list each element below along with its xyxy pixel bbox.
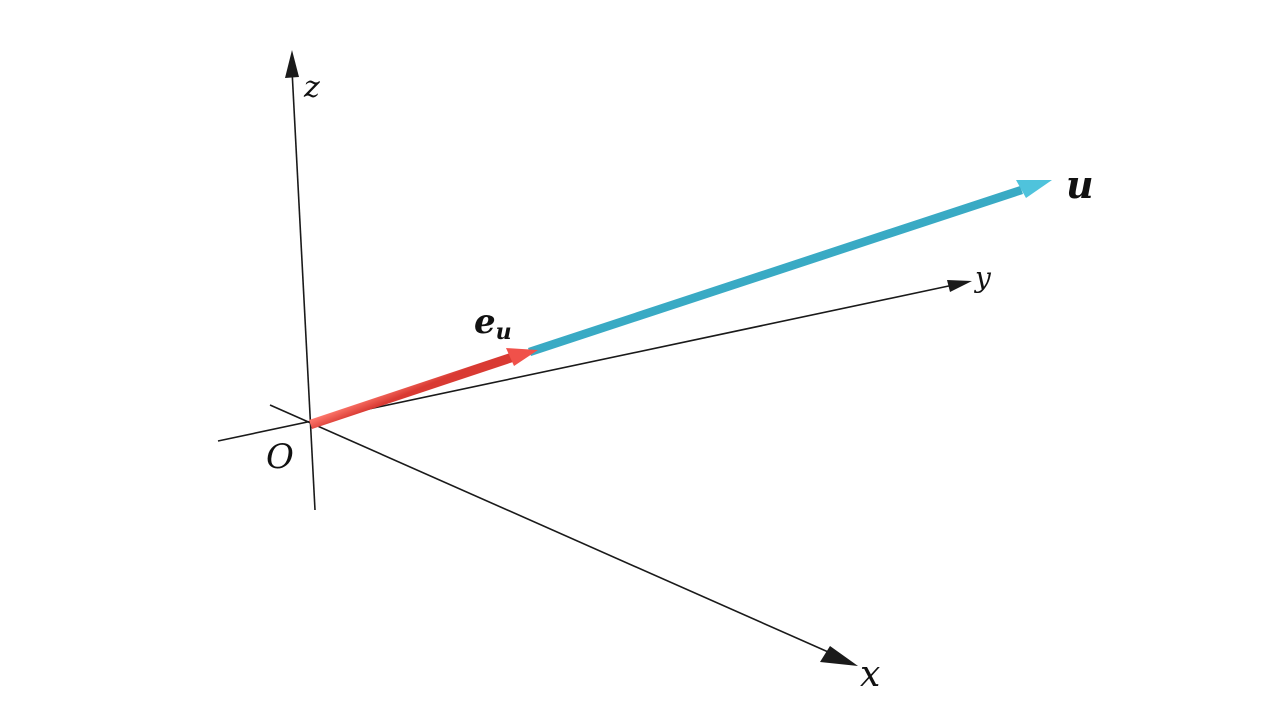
vector-u-arrowhead (1016, 180, 1052, 198)
vector-e-u-label-base: e (474, 302, 496, 342)
vector-u-shaft (528, 186, 1023, 356)
y-axis-arrowhead (947, 280, 972, 292)
vector-e-u (309, 348, 538, 429)
x-axis-label: x (860, 654, 880, 695)
z-axis-arrowhead (285, 50, 299, 78)
origin-label: O (266, 437, 294, 477)
z-axis-line (291, 69, 316, 511)
y-axis-label: y (973, 261, 992, 294)
z-axis (285, 50, 316, 511)
x-axis-line (269, 404, 836, 656)
x-axis (269, 404, 858, 666)
vector-u (528, 180, 1052, 356)
z-axis-label: z (303, 70, 320, 105)
vector-e-u-label-subscript: u (496, 319, 512, 345)
vector-e-u-label: eu (474, 302, 512, 345)
vector-e-u-shaft (309, 353, 513, 429)
x-axis-arrowhead (820, 646, 858, 666)
vector-e-u-arrowhead (506, 348, 538, 366)
vector-u-label: u (1066, 162, 1094, 207)
